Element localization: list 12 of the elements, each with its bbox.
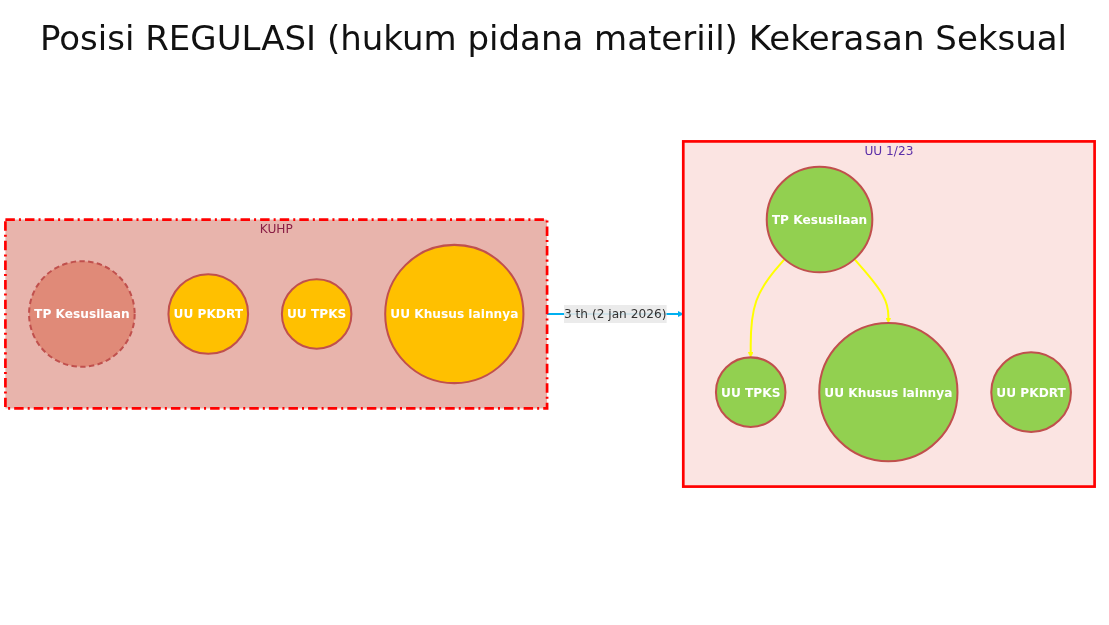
node-circle: UU Khusus lainnya (818, 322, 959, 463)
node-circle: UU PKDRT (167, 273, 250, 355)
node-circle: TP Kesusilaan (28, 260, 136, 368)
arrow (853, 258, 892, 324)
node-circle: UU TPKS (280, 278, 353, 350)
edge-label: 3 th (2 jan 2026) (563, 306, 667, 322)
title: Posisi REGULASI (hukum pidana materiil) Kekerasan Seksual (40, 18, 1069, 58)
arrow (747, 258, 786, 358)
node-circle: UU Khusus lainnya (384, 243, 525, 385)
node-circle: TP Kesusilaan (765, 165, 874, 274)
node-circle: UU PKDRT (990, 351, 1072, 433)
node-circle: UU TPKS (714, 356, 787, 428)
